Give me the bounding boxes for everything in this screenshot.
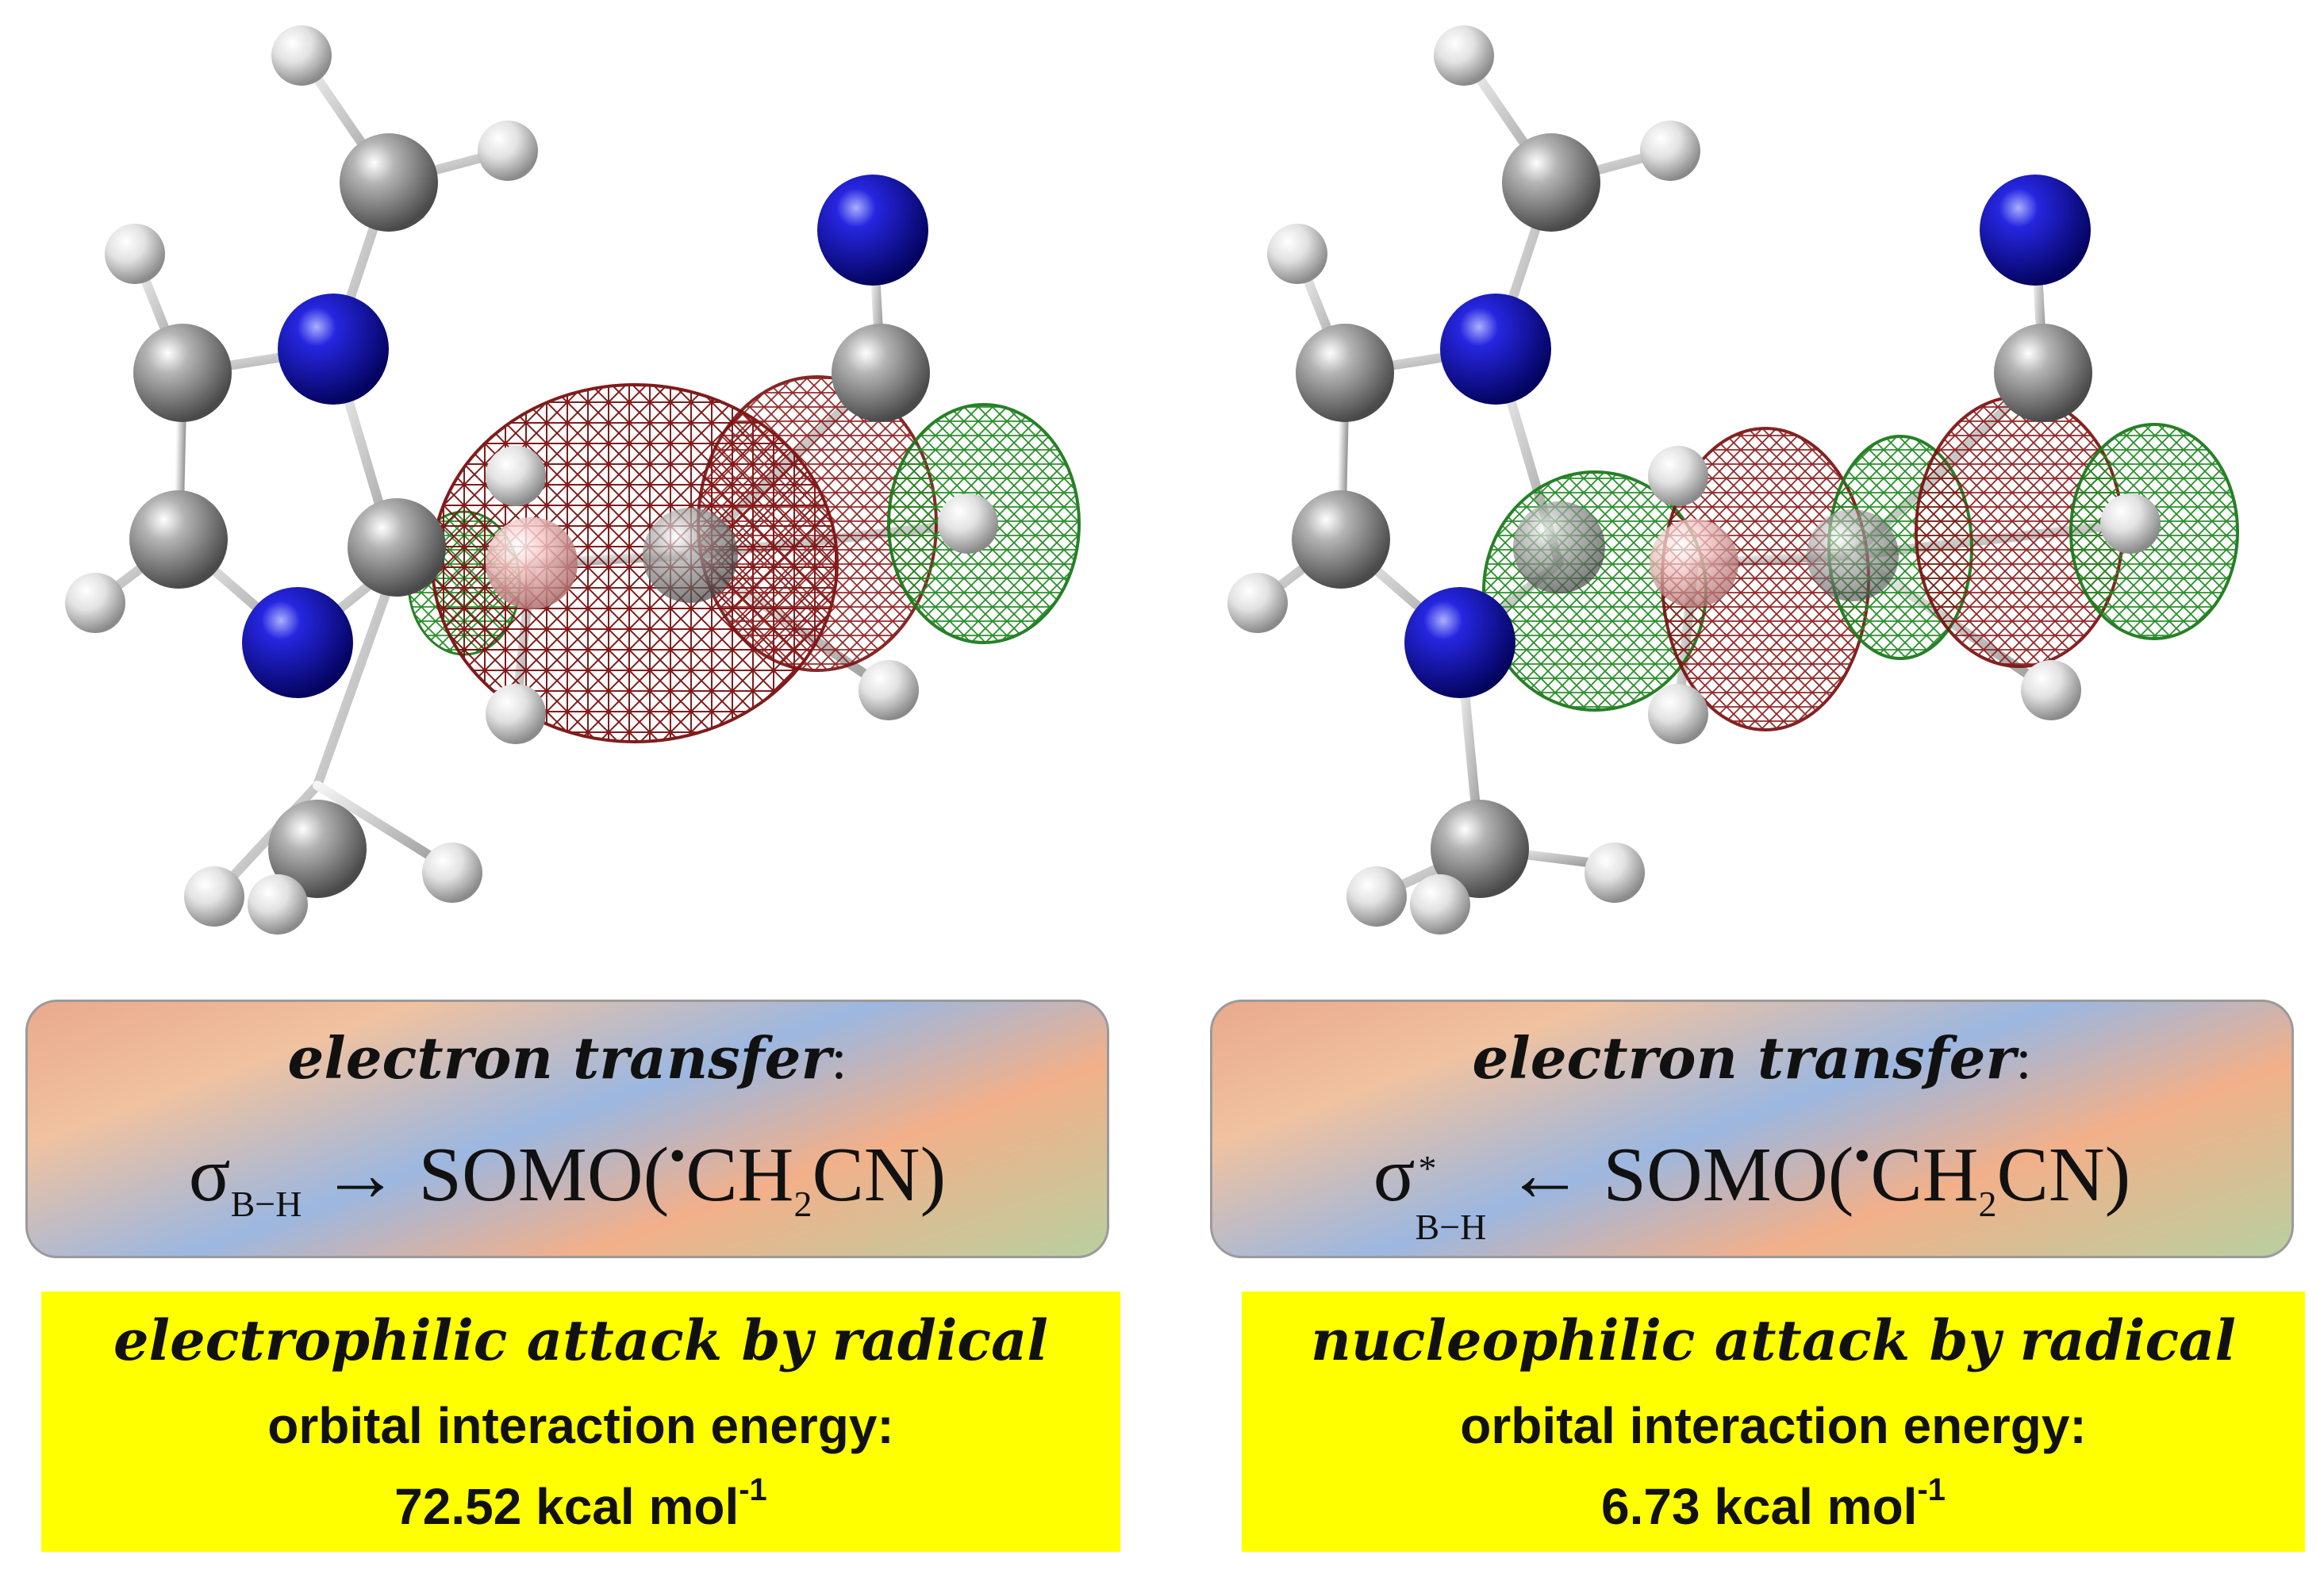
atom-c [133, 324, 232, 422]
panel-electrophilic: electron transfer: σB−H → SOMO(•CH2CN) e… [25, 25, 1120, 1552]
atom-c [129, 490, 228, 589]
atom-c [348, 498, 446, 597]
atom-n [1404, 587, 1515, 698]
atom-c [340, 133, 438, 232]
energy-value: 72.52 kcal mol-1 [394, 1472, 767, 1535]
atom-c [1292, 490, 1390, 589]
atom-h [271, 25, 332, 86]
atom-c [1502, 133, 1600, 232]
atom-h [1410, 874, 1470, 935]
atom-h [859, 660, 919, 720]
atom-h [2021, 660, 2081, 720]
atom-h [1227, 573, 1288, 633]
atom-n [1440, 294, 1551, 405]
atom-c [1807, 509, 1899, 601]
atoms [65, 25, 998, 935]
atom-h [1640, 121, 1700, 181]
atom-h [1585, 843, 1645, 903]
atom-h [65, 573, 125, 633]
atom-h [1434, 25, 1494, 86]
energy-value: 6.73 kcal mol-1 [1600, 1472, 1946, 1535]
atom-n [278, 294, 389, 405]
attack-type: nucleophilic attack by radical [1310, 1307, 2237, 1373]
energy-label: orbital interaction energy: [1460, 1397, 2087, 1454]
atom-h [2100, 493, 2161, 554]
atom-b [486, 517, 578, 609]
atom-n [242, 587, 353, 698]
orbital-lobes [1482, 395, 2239, 731]
electron-transfer-title: electron transfer: [287, 1024, 847, 1092]
atom-h [422, 843, 482, 903]
attack-info-box: nucleophilic attack by radical orbital i… [1242, 1292, 2305, 1552]
panel-nucleophilic: electron transfer: σ * B−H ← SOMO(•CH2CN… [1162, 0, 2324, 1570]
electron-transfer-equation: σB−H → SOMO(•CH2CN) [188, 1130, 947, 1224]
atom-c [643, 508, 738, 603]
molecule-orbital-electrophilic [65, 25, 1081, 935]
atom-h [1346, 866, 1407, 927]
atom-c [1431, 800, 1529, 898]
atom-b [1650, 519, 1738, 608]
atoms [1227, 25, 2161, 935]
atom-c [1513, 501, 1605, 593]
energy-label: orbital interaction energy: [267, 1397, 894, 1454]
atom-h [184, 866, 244, 927]
atom-h [938, 493, 998, 554]
atom-n [1980, 175, 2091, 286]
atom-n [817, 175, 928, 286]
atom-c [1296, 324, 1394, 422]
electron-transfer-box: electron transfer: σ * B−H ← SOMO(•CH2CN… [1210, 1000, 2294, 1258]
electron-transfer-title: electron transfer: [1472, 1024, 2032, 1092]
atom-h [1648, 446, 1708, 506]
atom-h [486, 684, 546, 744]
electron-transfer-equation: σ * B−H ← SOMO(•CH2CN) [1373, 1130, 2131, 1247]
electron-transfer-box: electron transfer: σB−H → SOMO(•CH2CN) [25, 1000, 1109, 1258]
atom-h [248, 874, 308, 935]
attack-info-box: electrophilic attack by radical orbital … [41, 1292, 1120, 1552]
atom-h [478, 121, 538, 181]
atom-c [268, 800, 367, 898]
attack-type: electrophilic attack by radical [113, 1307, 1048, 1373]
atom-c [1994, 324, 2092, 422]
atom-h [1267, 224, 1327, 284]
atom-h [1648, 684, 1708, 744]
atom-h [105, 224, 165, 284]
molecule-orbital-nucleophilic [1227, 25, 2239, 935]
atom-h [486, 446, 546, 506]
atom-c [832, 324, 930, 422]
